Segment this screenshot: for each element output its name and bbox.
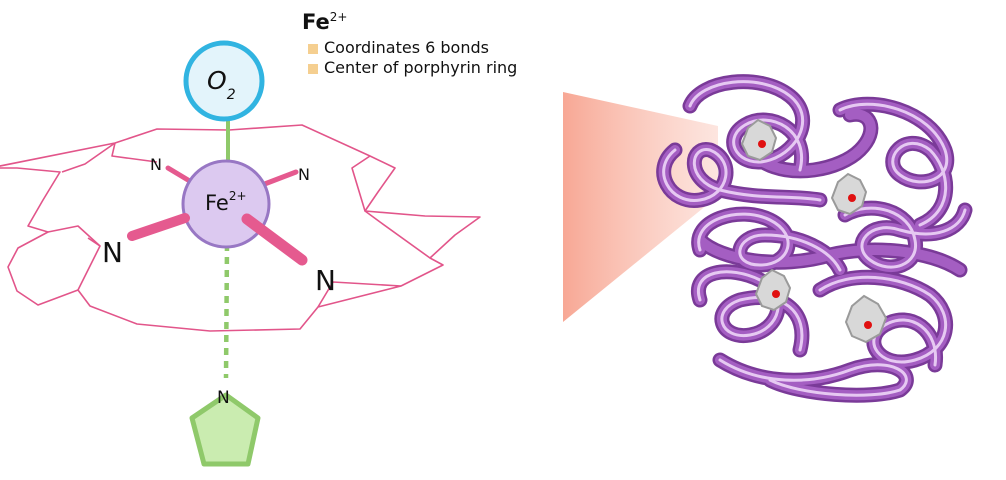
bond-n-lower-left [127,213,190,241]
legend-item-text: Coordinates 6 bonds [324,38,489,57]
fe-label: Fe2+ [205,189,247,215]
heme-iron-dot [772,290,780,298]
n-label-lower-left: N [102,236,123,269]
heme-group [830,172,868,216]
legend-item-text: Center of porphyrin ring [324,58,518,77]
porphyrin-ring-outline [0,124,481,332]
porphyrin-inner-line [47,225,101,247]
legend-item: Center of porphyrin ring [308,58,540,78]
legend-list: Coordinates 6 bonds Center of porphyrin … [300,38,540,78]
porphyrin-inner-line [61,142,116,173]
bullet-icon [308,64,318,74]
n-label-lower-right: N [315,264,336,297]
bullet-icon [308,44,318,54]
histidine-bond-dashed [223,243,230,379]
porphyrin-inner-line [77,237,101,291]
legend-item: Coordinates 6 bonds [308,38,540,58]
legend-title-sup: 2+ [329,10,348,24]
bond-n-upper-right [259,169,299,188]
heme-group [740,118,778,162]
heme-iron-dot [758,140,766,148]
heme-iron-dot [848,194,856,202]
porphyrin-inner-line [111,142,158,163]
heme-iron-dot [864,321,872,329]
legend-title-main: Fe [302,10,330,34]
heme-group [844,294,888,344]
o2-label: O2 [207,66,236,103]
n-label-upper-right: N [298,165,310,184]
legend-title-highlight: Fe2+ [297,8,361,36]
fe-ion: Fe2+ [181,159,271,249]
n-label-histidine: N [217,388,230,408]
heme-group [754,268,792,312]
n-label-upper-left: N [150,155,162,174]
o2-molecule: O2 [183,40,265,122]
o2-circle [183,40,265,122]
porphyrin-inner-line [351,155,371,212]
porphyrin-inner-line [364,210,431,259]
porphyrin-ring [0,124,481,332]
fe-legend: Fe2+ Coordinates 6 bonds Center of porph… [297,8,540,78]
porphyrin-inner-line [317,281,402,308]
legend-title: Fe2+ [302,10,347,34]
bond-n-lower-right [241,213,308,266]
histidine-ring: N [189,388,261,467]
pentagon-shape [189,392,261,467]
